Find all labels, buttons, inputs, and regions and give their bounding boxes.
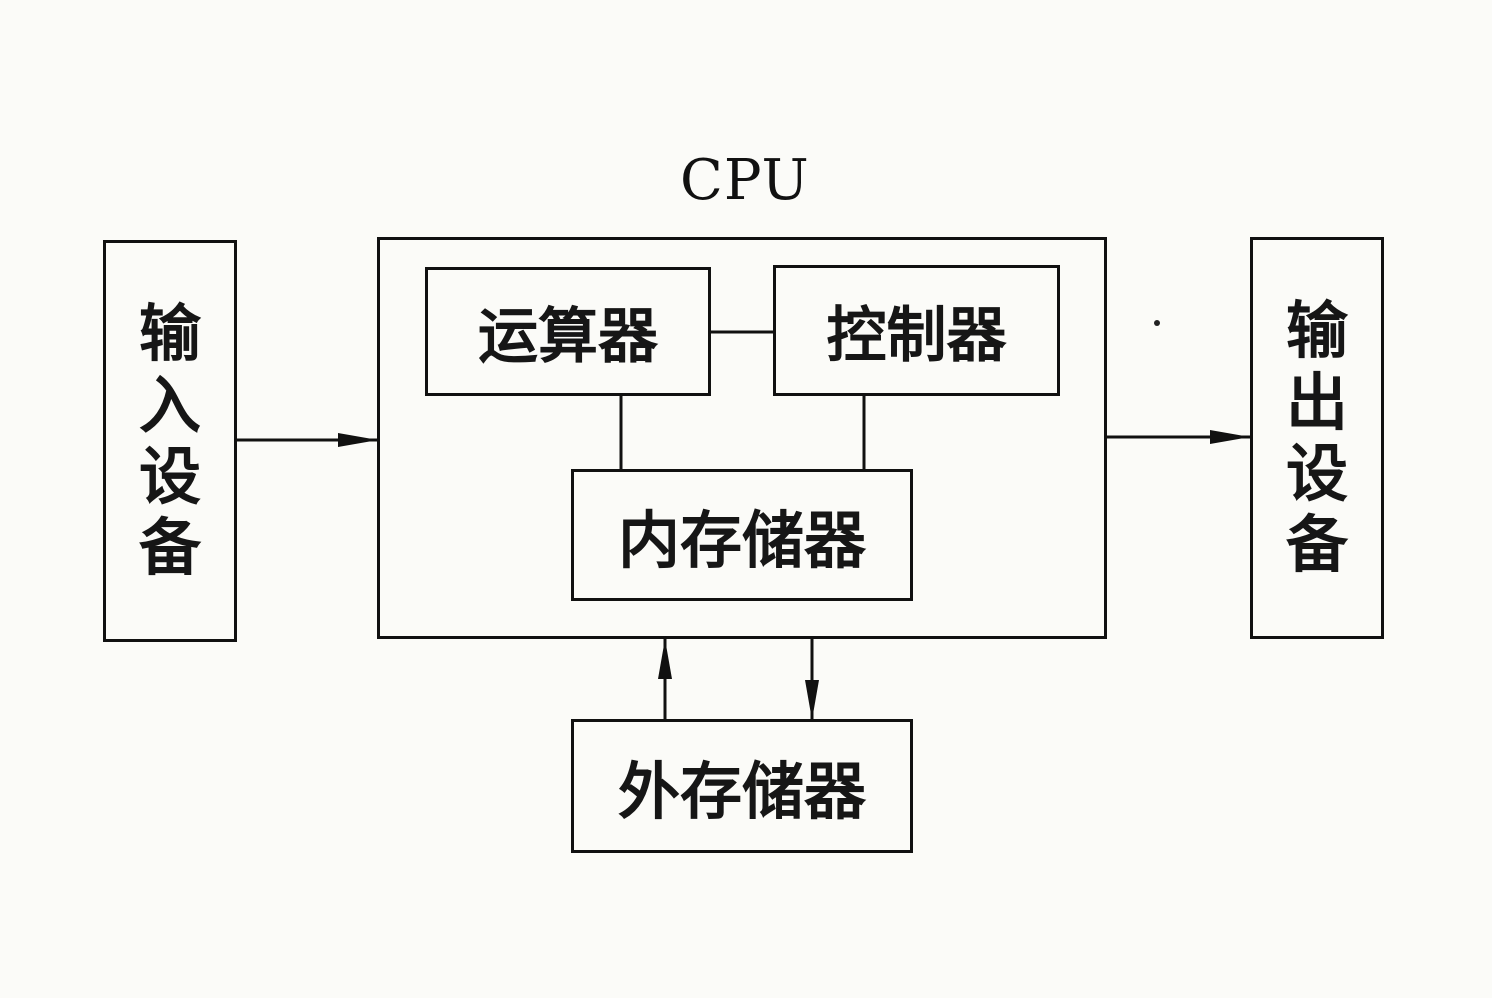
controller-label: 控制器 — [826, 301, 1007, 371]
output-device-label: 输 出 设 备 — [1250, 237, 1384, 639]
external-memory-box — [571, 719, 913, 853]
input-device-box — [103, 240, 237, 642]
scan-speck — [1154, 320, 1160, 326]
output-device-char: 出 — [1285, 365, 1348, 439]
input-device-char: 入 — [138, 368, 201, 442]
cpu-box — [377, 237, 1107, 639]
alu-label: 运算器 — [478, 302, 658, 372]
internal-memory-label: 内存储器 — [617, 504, 866, 577]
internal-memory-box — [571, 469, 913, 601]
alu-box — [425, 267, 711, 396]
input-device-label: 输 入 设 备 — [103, 240, 237, 642]
output-device-char: 备 — [1285, 508, 1348, 582]
input-device-char: 设 — [138, 440, 201, 513]
output-device-char: 输 — [1285, 294, 1348, 368]
cpu-title: CPU — [680, 148, 810, 213]
external-memory-label: 外存储器 — [617, 755, 866, 828]
controller-box — [773, 265, 1060, 396]
input-device-char: 备 — [138, 511, 201, 585]
output-device-box — [1250, 237, 1384, 639]
output-device-char: 设 — [1285, 437, 1348, 510]
input-device-char: 输 — [138, 297, 201, 371]
